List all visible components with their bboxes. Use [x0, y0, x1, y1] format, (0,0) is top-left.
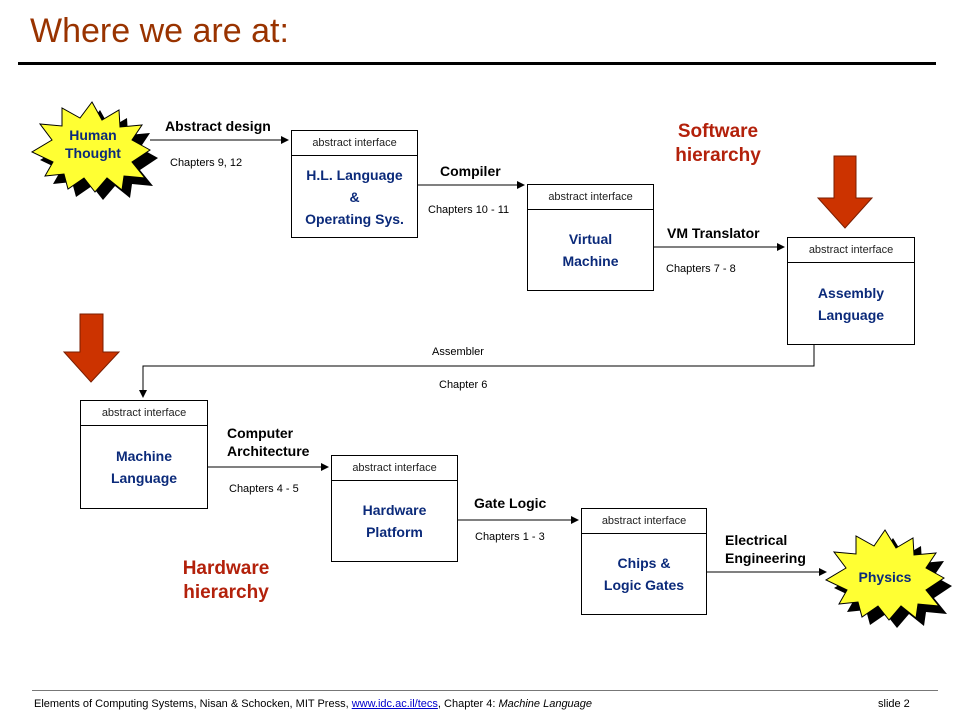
layer-header: abstract interface [528, 185, 653, 210]
human-thought-burst [30, 101, 151, 193]
layer-label: Hardware [362, 502, 427, 518]
layer-label: H.L. Language [306, 166, 403, 183]
layer-label: Operating Sys. [305, 210, 404, 227]
label-vm-translator: VM Translator [667, 225, 760, 241]
chapters-assembler: Chapter 6 [439, 379, 488, 391]
footer-link[interactable]: www.idc.ac.il/tecs [351, 698, 438, 710]
connector-assembler [139, 345, 815, 398]
layer-label: Chips & [617, 555, 671, 571]
physics-burst [824, 529, 945, 621]
human-thought-label: Human Thought [65, 127, 121, 161]
layer-header: abstract interface [788, 238, 914, 263]
chapters-computer-architecture: Chapters 4 - 5 [229, 483, 299, 495]
layer-label: Assembly [817, 284, 885, 301]
chapters-abstract-design: Chapters 9, 12 [170, 157, 243, 169]
software-hierarchy-label: Software hierarchy [675, 121, 761, 166]
layer-label: Platform [366, 524, 423, 540]
layer-hl-language: abstract interface H.L. Language & Opera… [291, 130, 418, 238]
label-abstract-design: Abstract design [165, 118, 271, 134]
layer-label: Language [110, 470, 178, 486]
label-compiler: Compiler [440, 163, 501, 179]
physics-label: Physics [858, 569, 912, 585]
layer-hardware-platform: abstract interface Hardware Platform [331, 455, 458, 562]
layer-label: Machine [115, 448, 172, 464]
layer-label: Logic Gates [603, 577, 685, 593]
label-computer-architecture: Computer Architecture [227, 425, 310, 459]
layer-label: Language [817, 306, 885, 323]
layer-header: abstract interface [81, 401, 207, 426]
slide-number: slide 2 [878, 698, 910, 710]
footer-citation: Elements of Computing Systems, Nisan & S… [34, 698, 593, 710]
layer-virtual-machine: abstract interface Virtual Machine [527, 184, 654, 291]
chapters-vm-translator: Chapters 7 - 8 [666, 263, 736, 275]
layer-chips-logic-gates: abstract interface Chips & Logic Gates [581, 508, 707, 615]
layer-assembly-language: abstract interface Assembly Language [787, 237, 915, 345]
chapters-compiler: Chapters 10 - 11 [428, 204, 510, 216]
chapters-gate-logic: Chapters 1 - 3 [475, 531, 545, 543]
hardware-hierarchy-label: Hardware hierarchy [182, 558, 270, 603]
layer-header: abstract interface [292, 131, 417, 156]
layer-label: & [349, 188, 360, 205]
layer-label: Machine [562, 253, 619, 269]
footer-divider [32, 690, 938, 691]
layer-header: abstract interface [582, 509, 706, 534]
layer-header: abstract interface [332, 456, 457, 481]
page-title: Where we are at: [30, 12, 289, 50]
label-gate-logic: Gate Logic [474, 495, 547, 511]
label-assembler: Assembler [432, 346, 484, 358]
title-divider [18, 62, 936, 65]
hardware-down-arrow [62, 313, 121, 383]
layer-machine-language: abstract interface Machine Language [80, 400, 208, 509]
label-electrical-engineering: Electrical Engineering [725, 532, 806, 566]
software-down-arrow [816, 155, 874, 229]
layer-label: Virtual [568, 231, 613, 247]
